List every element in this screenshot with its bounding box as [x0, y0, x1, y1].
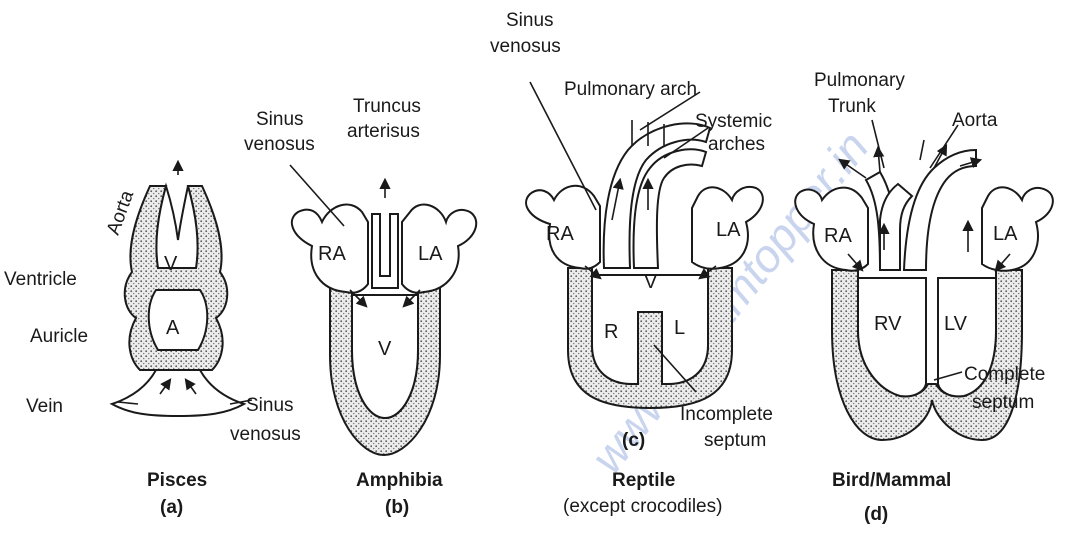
reptile-label-sinus-1: Sinus	[506, 10, 554, 31]
amphibia-group-name: Amphibia	[356, 470, 443, 491]
reptile-chamber-l: L	[674, 317, 685, 339]
bird-mammal-label-complete-1: Complete	[964, 364, 1045, 385]
panel-reptile: RA LA V R L Sinus venosus Pulmonary arch…	[490, 10, 773, 517]
pisces-panel-letter: (a)	[160, 497, 183, 518]
reptile-chamber-v: V	[644, 271, 658, 293]
reptile-note: (except crocodiles)	[563, 496, 722, 517]
bird-mammal-group-name: Bird/Mammal	[832, 470, 951, 491]
bird-mammal-label-pulmonary-1: Pulmonary	[814, 70, 905, 91]
reptile-label-pulmonary-arch: Pulmonary arch	[564, 79, 697, 100]
pisces-label-vein: Vein	[26, 396, 63, 417]
amphibia-label-truncus-2: arterisus	[347, 121, 420, 142]
amphibia-heart-drawing	[290, 165, 476, 455]
amphibia-label-truncus-1: Truncus	[353, 96, 421, 117]
bird-mammal-label-complete-2: septum	[972, 392, 1034, 413]
amphibia-panel-letter: (b)	[385, 497, 409, 518]
reptile-label-incomplete-1: Incomplete	[680, 404, 773, 425]
amphibia-chamber-la: LA	[418, 243, 443, 265]
bird-mammal-chamber-ra: RA	[824, 225, 852, 247]
pisces-label-sinus-2: venosus	[230, 424, 301, 445]
amphibia-label-sinus-2: venosus	[244, 134, 315, 155]
panel-pisces: V A Aorta Ventricle Auricle Vein Sinus v…	[4, 162, 301, 518]
reptile-label-sinus-2: venosus	[490, 36, 561, 57]
pisces-label-auricle: Auricle	[30, 326, 88, 347]
reptile-chamber-ra: RA	[546, 223, 574, 245]
bird-mammal-panel-letter: (d)	[864, 504, 888, 525]
pisces-chamber-auricle: A	[166, 317, 180, 339]
reptile-panel-letter: (c)	[622, 430, 645, 451]
pisces-label-sinus-1: Sinus	[246, 395, 294, 416]
bird-mammal-label-pulmonary-2: Trunk	[828, 96, 876, 117]
pisces-chamber-ventricle: V	[164, 253, 178, 275]
panel-amphibia: RA LA V Sinus venosus Truncus arterisus …	[244, 96, 476, 518]
amphibia-chamber-ra: RA	[318, 243, 346, 265]
reptile-label-incomplete-2: septum	[704, 430, 766, 451]
reptile-label-systemic-2: arches	[708, 134, 765, 155]
bird-mammal-label-aorta: Aorta	[952, 110, 998, 131]
bird-mammal-chamber-la: LA	[993, 223, 1018, 245]
pisces-group-name: Pisces	[147, 470, 207, 491]
reptile-label-systemic-1: Systemic	[695, 111, 772, 132]
reptile-group-name: Reptile	[612, 470, 675, 491]
amphibia-label-sinus-1: Sinus	[256, 109, 304, 130]
bird-mammal-chamber-lv: LV	[944, 313, 968, 335]
reptile-chamber-r: R	[604, 321, 618, 343]
reptile-chamber-la: LA	[716, 219, 741, 241]
amphibia-chamber-v: V	[378, 338, 392, 360]
pisces-label-ventricle: Ventricle	[4, 269, 77, 290]
bird-mammal-chamber-rv: RV	[874, 313, 902, 335]
